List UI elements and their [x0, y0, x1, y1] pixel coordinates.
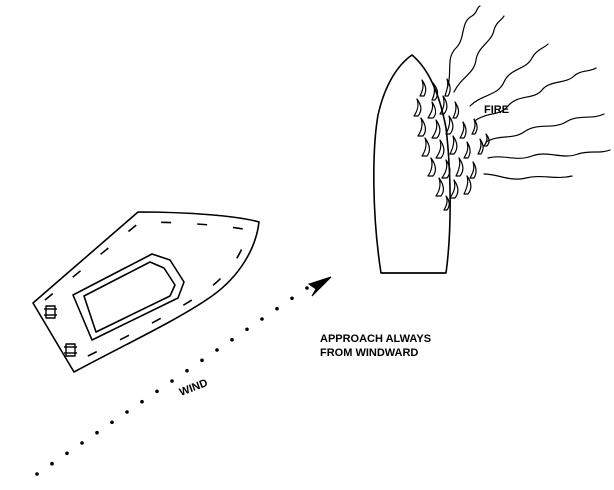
rescue-boat-cabin [72, 253, 185, 341]
wind-dot [110, 420, 114, 425]
wind-dot [155, 389, 159, 394]
wind-dot [245, 327, 249, 332]
burning-boat [373, 54, 451, 274]
fire-label: FIRE [484, 104, 509, 116]
approach-arrow-icon [307, 276, 332, 297]
wind-dot [275, 306, 279, 311]
fire-flames [413, 78, 490, 211]
burning-boat-hull [373, 54, 451, 274]
approach-label-line2: FROM WINDWARD [320, 347, 418, 359]
wind-dot [260, 317, 264, 321]
wind-dot [200, 358, 204, 363]
wind-dot [35, 472, 39, 476]
smoke-plumes [447, 5, 611, 180]
wind-dot [185, 368, 189, 373]
wind-dot [80, 441, 84, 445]
wind-dot [125, 410, 129, 414]
wind-dot [140, 399, 144, 404]
outboard-engine-icon [44, 305, 77, 357]
wind-dot [170, 379, 174, 383]
wind-dot [50, 461, 54, 466]
wind-dot [65, 451, 69, 456]
approach-label-line1: APPROACH ALWAYS [320, 333, 431, 345]
wind-dot [290, 296, 294, 301]
wind-dot [215, 348, 219, 352]
wind-label: WIND [178, 377, 210, 399]
rescue-boat [32, 211, 260, 373]
wind-dot [230, 337, 234, 342]
wind-dot [305, 286, 309, 290]
rescue-boat-hull [32, 211, 260, 373]
rescue-boat-cabin-inner [83, 261, 176, 333]
wind-dotted-line [35, 286, 309, 476]
wind-dot [95, 430, 99, 435]
